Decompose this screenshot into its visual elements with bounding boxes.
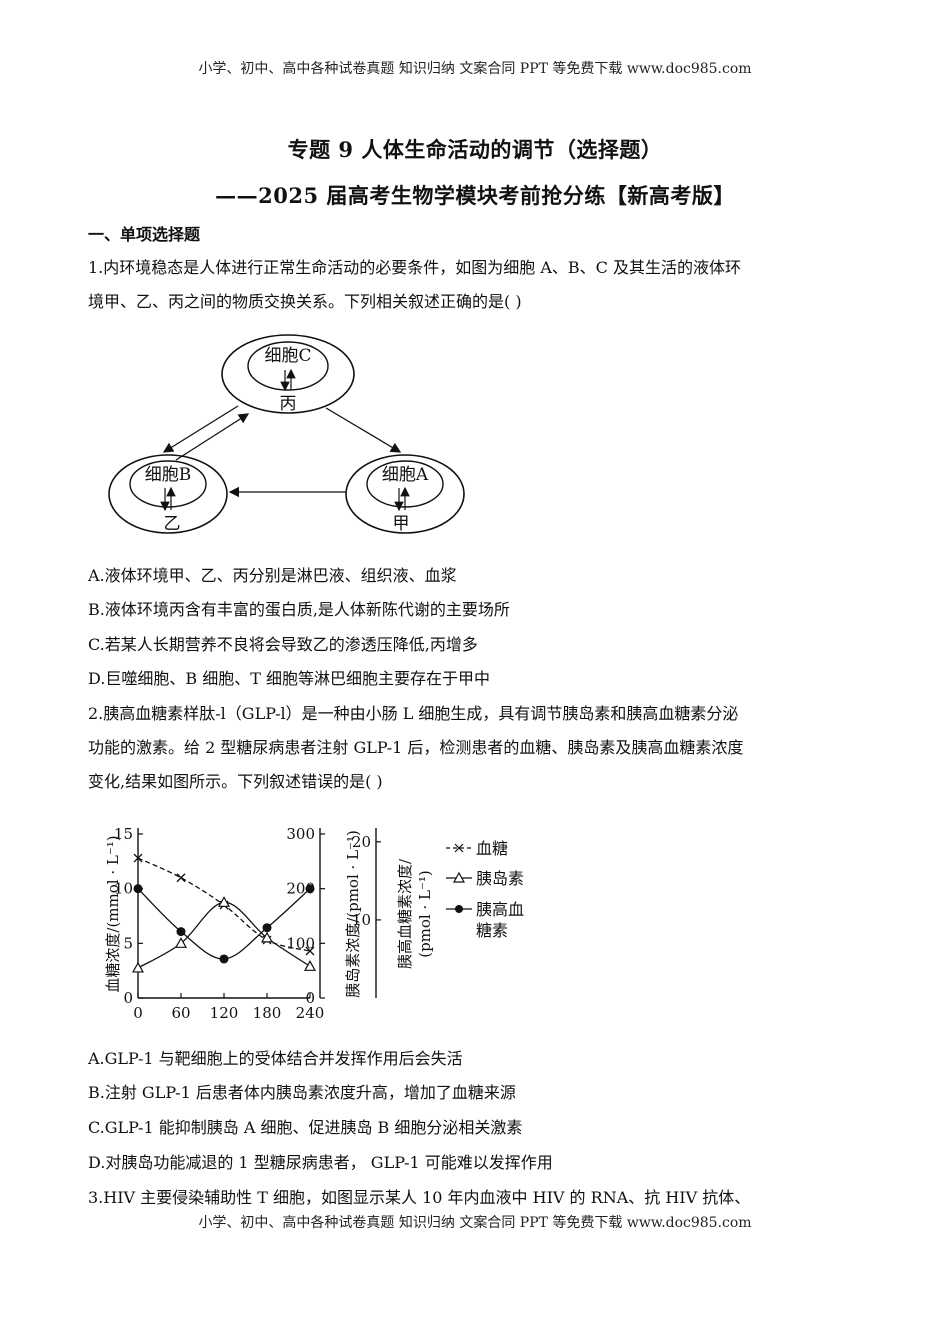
q2-stem-line2: 功能的激素。给 2 型糖尿病患者注射 GLP-1 后，检测患者的血糖、胰岛素及胰… [88, 738, 744, 757]
q2-option-a: A.GLP-1 与靶细胞上的受体结合并发挥作用后会失活 [88, 1049, 463, 1068]
data-point [133, 853, 143, 863]
page-footer: 小学、初中、高中各种试卷真题 知识归纳 文案合同 PPT 等免费下载 www.d… [198, 1215, 752, 1231]
y-tick-label: 10 [114, 880, 133, 898]
chart-legend: 血糖 胰岛素 胰高血 糖素 [446, 839, 524, 940]
q2-option-c: C.GLP-1 能抑制胰岛 A 细胞、促进胰岛 B 细胞分泌相关激素 [88, 1118, 523, 1137]
x-tick-label: 240 [296, 1004, 325, 1022]
data-point [131, 961, 145, 973]
q2-stem-line3: 变化,结果如图所示。下列叙述错误的是( ) [88, 772, 383, 791]
y-tick-label: 0 [123, 989, 133, 1007]
legend-item: 血糖 [476, 839, 508, 858]
data-point [303, 960, 317, 971]
q2-option-d: D.对胰岛功能减退的 1 型糖尿病患者， GLP-1 可能难以发挥作用 [88, 1153, 553, 1172]
y-tick-label: 300 [286, 825, 315, 843]
data-point [133, 884, 143, 894]
data-point [260, 931, 274, 943]
arrow-c-to-b [162, 405, 239, 453]
data-point [174, 937, 188, 948]
right-axis-label-line1: 胰高血糖素浓度/ [396, 858, 414, 969]
x-tick-label: 60 [171, 1004, 190, 1022]
x-tick-label: 120 [210, 1004, 239, 1022]
q3-stem-line1: 3.HIV 主要侵染辅助性 T 细胞，如图显示某人 10 年内血液中 HIV 的… [88, 1188, 751, 1207]
cell-c-label: 细胞C [264, 346, 311, 366]
section-heading: 一、单项选择题 [88, 225, 201, 244]
y-tick-label: 100 [286, 934, 315, 952]
y-tick-label: 20 [352, 833, 371, 851]
data-point [176, 927, 186, 937]
page-header: 小学、初中、高中各种试卷真题 知识归纳 文案合同 PPT 等免费下载 www.d… [198, 61, 752, 77]
y-tick-label: 200 [286, 880, 315, 898]
arrow-c-to-a [325, 407, 402, 453]
q2-chart: 血糖浓度/(mmol · L⁻¹) 胰岛素浓度/(pmol · L⁻¹) 胰高血… [104, 825, 524, 1022]
q2-option-b: B.注射 GLP-1 后患者体内胰岛素浓度升高，增加了血糖来源 [88, 1083, 516, 1102]
legend-item: 胰高血 [476, 900, 524, 919]
q2-stem-line1: 2.胰高血糖素样肽-l（GLP-l）是一种由小肠 L 细胞生成，具有调节胰岛素和… [88, 704, 739, 723]
q1-option-b: B.液体环境丙含有丰富的蛋白质,是人体新陈代谢的主要场所 [88, 600, 510, 619]
legend-item: 胰岛素 [476, 869, 524, 888]
fluid-c-label: 丙 [280, 394, 297, 414]
data-point [305, 884, 315, 894]
cell-a-label: 细胞A [382, 465, 429, 485]
q1-option-d: D.巨噬细胞、B 细胞、T 细胞等淋巴细胞主要存在于甲中 [88, 669, 490, 688]
fluid-a-label: 甲 [393, 514, 410, 534]
y-tick-label: 5 [123, 934, 133, 952]
right-axis-label-line2: (pmol · L⁻¹) [416, 870, 434, 958]
data-point [262, 923, 272, 933]
q1-stem-line1: 1.内环境稳态是人体进行正常生命活动的必要条件，如图为细胞 A、B、C 及其生活… [88, 258, 741, 277]
y-tick-label: 15 [114, 825, 133, 843]
arrow-b-to-c [175, 413, 250, 461]
q1-stem-line2: 境甲、乙、丙之间的物质交换关系。下列相关叙述正确的是( ) [88, 292, 522, 311]
q1-diagram: 细胞C 丙 细胞B 乙 细胞A 甲 [108, 334, 465, 534]
page-title: 专题 9 人体生命活动的调节（选择题） [287, 137, 663, 162]
legend-item: 糖素 [476, 921, 508, 940]
data-point [176, 873, 186, 883]
page-subtitle: ——2025 届高考生物学模块考前抢分练【新高考版】 [215, 183, 735, 208]
x-tick-label: 180 [253, 1004, 282, 1022]
q1-option-a: A.液体环境甲、乙、丙分别是淋巴液、组织液、血浆 [88, 566, 457, 585]
x-tick-label: 0 [133, 1004, 143, 1022]
data-point [217, 896, 231, 907]
cell-b-label: 细胞B [145, 465, 192, 485]
left-axis-label: 血糖浓度/(mmol · L⁻¹) [104, 835, 122, 992]
q1-option-c: C.若某人长期营养不良将会导致乙的渗透压降低,丙增多 [88, 635, 478, 654]
fluid-b-label: 乙 [164, 514, 181, 534]
middle-axis-label: 胰岛素浓度/(pmol · L⁻¹) [344, 830, 362, 998]
data-point [219, 954, 229, 964]
data-point [305, 946, 315, 956]
y-tick-label: 10 [352, 911, 371, 929]
